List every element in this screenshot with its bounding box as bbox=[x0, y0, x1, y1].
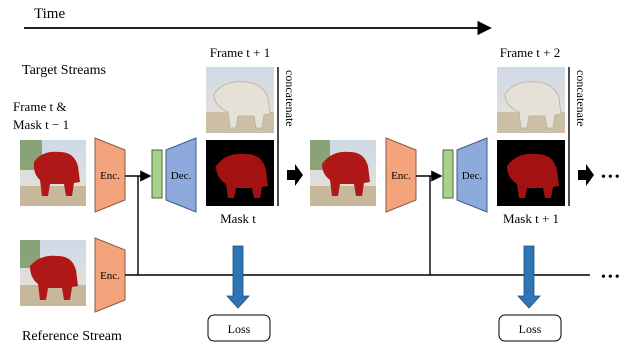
concatenate-label-1: concatenate bbox=[283, 70, 297, 127]
loss-label-2: Loss bbox=[519, 322, 542, 336]
ellipsis-reference: ••• bbox=[601, 270, 622, 285]
frame-image-2 bbox=[497, 67, 565, 133]
mask-label-1: Mask t bbox=[220, 211, 256, 226]
decoder-1-label: Dec. bbox=[171, 170, 192, 182]
target-streams-label: Target Streams bbox=[22, 63, 106, 78]
loss-box-2 bbox=[498, 314, 562, 342]
concat-block-1 bbox=[151, 149, 163, 199]
reference-encoder bbox=[94, 237, 126, 313]
decoder-2-label: Dec. bbox=[462, 170, 483, 182]
loss-box-1 bbox=[207, 314, 271, 342]
encoder-2 bbox=[385, 137, 417, 213]
mask-label-2: Mask t + 1 bbox=[503, 211, 559, 226]
time-label: Time bbox=[34, 6, 65, 22]
input-mask-label: Mask t − 1 bbox=[13, 117, 69, 132]
reference-stream-label: Reference Stream bbox=[22, 329, 122, 344]
input-frame-label: Frame t & bbox=[13, 99, 66, 114]
step2-input-image bbox=[310, 140, 376, 206]
encoder-1 bbox=[94, 137, 126, 213]
ellipsis-target: ••• bbox=[601, 170, 622, 185]
next-step-arrow-1 bbox=[287, 164, 303, 186]
frame-label-2: Frame t + 2 bbox=[500, 45, 560, 60]
loss-arrow-2 bbox=[517, 245, 541, 309]
loss-label-1: Loss bbox=[228, 322, 251, 336]
decoder-2 bbox=[456, 137, 488, 213]
encoder-2-label: Enc. bbox=[391, 170, 411, 182]
reference-frame-image bbox=[20, 240, 86, 306]
mask-image-1 bbox=[206, 140, 274, 206]
mask-image-2 bbox=[497, 140, 565, 206]
frame-label-1: Frame t + 1 bbox=[210, 45, 270, 60]
concatenate-label-2: concatenate bbox=[574, 70, 588, 127]
reference-encoder-label: Enc. bbox=[100, 270, 120, 282]
next-step-arrow-2 bbox=[578, 164, 594, 186]
frame-image-1 bbox=[206, 67, 274, 133]
decoder-1 bbox=[165, 137, 197, 213]
loss-arrow-1 bbox=[226, 245, 250, 309]
input-frame-image bbox=[20, 140, 86, 206]
concat-block-2 bbox=[442, 149, 454, 199]
encoder-1-label: Enc. bbox=[100, 170, 120, 182]
